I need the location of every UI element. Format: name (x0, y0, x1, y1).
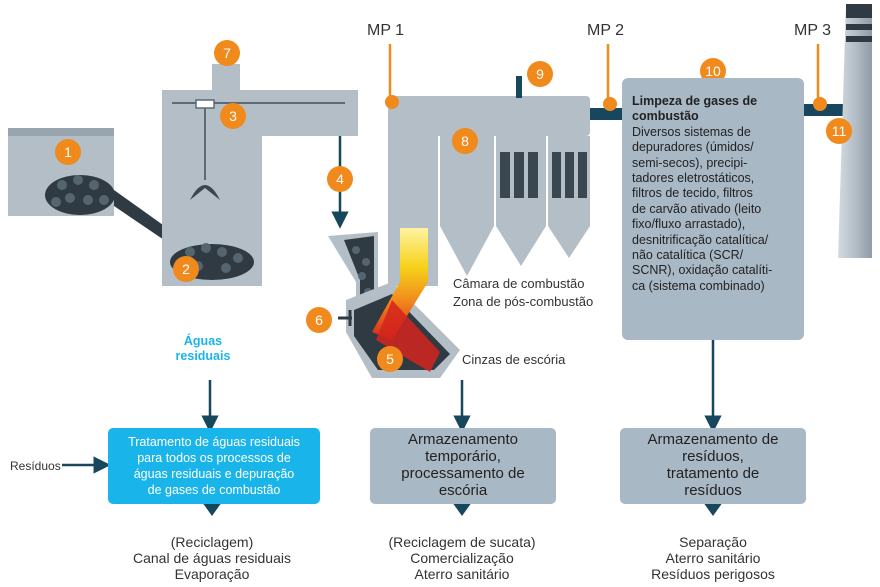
waste-silo (162, 64, 358, 286)
gas-cleaning-box: Limpeza de gases de combustão Diversos s… (622, 78, 804, 340)
gas-cleaning-line: desnitrificação catalítica/ (632, 232, 769, 247)
storage-box-line: temporário, (425, 448, 501, 465)
wastewater-box-line: Tratamento de águas residuais (128, 435, 300, 449)
combustion-chamber-label: Câmara de combustão (453, 276, 585, 291)
outcome-left-line: Evaporação (174, 566, 250, 582)
gas-cleaning-line: tadores eletrostáticos, (632, 171, 755, 186)
waste-input-label: Resíduos (10, 459, 61, 473)
wastewater-treatment-box: Tratamento de águas residuais para todos… (108, 428, 320, 504)
outcome-middle-line: Aterro sanitário (414, 566, 510, 582)
combustion-chamber (372, 96, 590, 372)
residue-box-line: tratamento de (666, 465, 760, 482)
gas-cleaning-line: depuradores (úmidos/ (632, 140, 754, 155)
outcome-right: Separação Aterro sanitário Resíduos peri… (613, 534, 813, 582)
outcome-left: (Reciclagem) Canal de águas residuais Ev… (112, 534, 312, 582)
gas-cleaning-line: ca (sistema combinado) (632, 278, 765, 293)
waste-pile (45, 175, 115, 215)
storage-box: Armazenamento temporário, processamento … (370, 428, 556, 504)
gas-cleaning-title-1: Limpeza de gases de (632, 94, 758, 108)
storage-box-line: escória (438, 482, 488, 499)
wastewater-box-line: para todos os processos de (137, 451, 291, 465)
outcome-middle-line: (Reciclagem de sucata) (388, 534, 536, 550)
down-triangle-left (202, 502, 222, 516)
mp2-label: MP 2 (587, 22, 625, 39)
outcome-middle: (Reciclagem de sucata) Comercialização A… (362, 534, 562, 582)
gas-cleaning-title-2: combustão (632, 109, 699, 124)
marker-11: 11 (826, 118, 852, 144)
marker-1: 1 (55, 139, 81, 165)
storage-box-line: processamento de (401, 465, 525, 482)
outcome-right-line: Aterro sanitário (665, 550, 761, 566)
chimney (838, 4, 872, 258)
marker-4: 4 (327, 166, 353, 192)
marker-5: 5 (377, 346, 403, 372)
residue-box-line: Armazenamento de (647, 431, 779, 448)
feed-chute (114, 190, 170, 244)
mp1-label: MP 1 (367, 22, 405, 39)
marker-2: 2 (173, 256, 199, 282)
gas-cleaning-line: filtros de tecido, filtros (632, 186, 753, 201)
wastewater-label-line2: residuais (175, 349, 231, 363)
marker-8: 8 (452, 128, 478, 154)
outcome-middle-line: Comercialização (410, 550, 514, 566)
marker-9: 9 (527, 61, 553, 87)
outcome-left-line: (Reciclagem) (170, 534, 254, 550)
outcome-left-line: Canal de águas residuais (133, 550, 291, 566)
wastewater-label: Águas residuais (158, 334, 248, 364)
mp3-label: MP 3 (794, 22, 832, 39)
slag-ash-label: Cinzas de escória (462, 352, 566, 367)
storage-box-line: Armazenamento (407, 431, 519, 448)
residue-box: Armazenamento de resíduos, tratamento de… (620, 428, 806, 504)
outcome-right-line: Resíduos perigosos (651, 566, 775, 582)
sampling-pipe (516, 76, 522, 98)
boiler-hoppers (440, 136, 590, 276)
gas-cleaning-line: não catalítica (SCR/ (632, 248, 744, 263)
gas-cleaning-line: SCNR), oxidação catalíti- (632, 263, 773, 278)
wastewater-box-line: águas residuais e depuração (133, 467, 295, 481)
marker-6: 6 (306, 307, 332, 333)
flue-duct-1 (590, 108, 630, 120)
outcome-right-line: Separação (679, 534, 747, 550)
residue-box-line: resíduos (684, 482, 742, 499)
down-triangle-middle (452, 502, 472, 516)
down-triangle-right (703, 502, 723, 516)
gas-cleaning-line: de carvão ativado (leito (632, 201, 762, 216)
residue-box-line: resíduos, (682, 448, 744, 465)
marker-7: 7 (214, 40, 240, 66)
post-combustion-label: Zona de pós-combustão (453, 294, 594, 309)
gas-cleaning-line: semi-secos), precipi- (632, 155, 748, 170)
wastewater-box-line: de gases de combustão (147, 483, 281, 497)
gas-cleaning-line: Diversos sistemas de (632, 124, 751, 139)
wastewater-label-line1: Águas (183, 334, 223, 348)
marker-3: 3 (220, 103, 246, 129)
gas-cleaning-line: fixo/fluxo arrastado), (632, 217, 746, 232)
